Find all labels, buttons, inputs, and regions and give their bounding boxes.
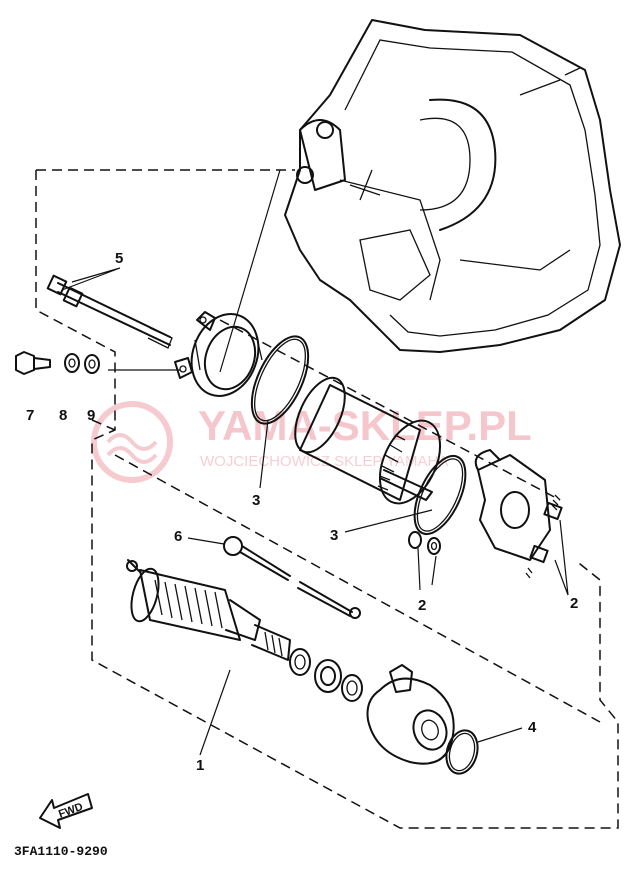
leader-lines (61, 169, 569, 756)
callout-5: 5 (115, 250, 123, 267)
bearing-set (289, 648, 363, 702)
part-7-bolt (15, 351, 51, 375)
part-3-o-ring-front (250, 335, 310, 425)
callout-6: 6 (174, 528, 182, 545)
callout-8: 8 (59, 407, 67, 424)
callout-labels: 1 2 2 3 3 4 5 6 7 8 9 (26, 250, 578, 774)
part-8-washer (64, 353, 80, 373)
callout-1: 1 (196, 757, 204, 774)
callout-3b: 3 (330, 527, 338, 544)
part-3-o-ring-rear (413, 455, 467, 535)
watermark-logo (91, 401, 173, 483)
callout-9: 9 (87, 407, 95, 424)
rear-cover (366, 664, 455, 765)
part-4-o-ring (445, 729, 479, 775)
diagram-code: 3FA1110-9290 (14, 844, 108, 859)
part-5-through-bolts (46, 274, 173, 349)
armature (126, 559, 291, 661)
part-9-washer (84, 354, 100, 374)
callout-4: 4 (528, 719, 537, 736)
yoke-housing (294, 376, 442, 505)
callout-3a: 3 (252, 492, 260, 509)
brush-holder-plate (474, 449, 563, 579)
front-cover-bracket (174, 311, 263, 397)
callout-2b: 2 (570, 595, 578, 612)
watermark-logo-wave (106, 433, 158, 464)
part-6-terminal-bolt (223, 536, 361, 619)
watermark-main-text: YAMA-SKLEP.PL (198, 402, 532, 449)
fwd-arrow: FWD (39, 793, 93, 829)
callout-7: 7 (26, 407, 34, 424)
callout-2a: 2 (418, 597, 426, 614)
part-2-washers (408, 531, 441, 555)
engine-crankcase (284, 19, 621, 353)
fwd-label: FWD (57, 801, 85, 821)
watermark: YAMA-SKLEP.PL WOJCIECHOWICZ SKLEP YAMAHA (91, 401, 532, 483)
